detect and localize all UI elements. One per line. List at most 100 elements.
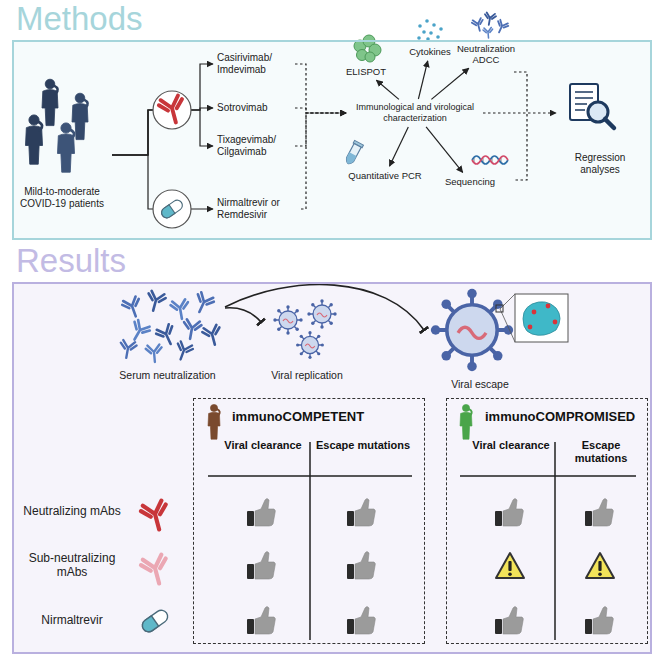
antibody-swarm bbox=[202, 324, 224, 347]
result-icon bbox=[347, 552, 375, 580]
virus-group bbox=[273, 305, 302, 334]
result-icon bbox=[585, 499, 613, 527]
table-person bbox=[460, 404, 472, 439]
table-person bbox=[208, 404, 220, 439]
mab-circle bbox=[158, 95, 188, 126]
antibody-swarm bbox=[118, 340, 137, 360]
cytokine-icon bbox=[417, 19, 443, 41]
node-label: Mild-to-moderate COVID-19 patients bbox=[15, 186, 109, 210]
outcome-table: immunoCOMPETENT Viral clearanceEscape mut… bbox=[193, 398, 425, 644]
treatment-label: Casirivimab/ Imdevimab bbox=[214, 50, 294, 78]
cytokine-icon bbox=[436, 35, 440, 39]
node-label: Viral escape bbox=[428, 378, 532, 391]
node-label: Cytokines bbox=[405, 46, 455, 57]
node-label: Quantitative PCR bbox=[346, 170, 424, 181]
column-header: Viral clearance bbox=[213, 439, 313, 452]
dna-icon bbox=[472, 156, 508, 164]
column-header: Viral clearance bbox=[466, 439, 556, 465]
inhibition-arrow bbox=[225, 308, 261, 322]
virus-group bbox=[307, 299, 336, 328]
antibody-swarm bbox=[145, 290, 167, 313]
result-icon bbox=[585, 607, 613, 635]
connector-arrow bbox=[295, 108, 346, 113]
cytokine-icon bbox=[429, 31, 433, 35]
drug-circle bbox=[153, 190, 191, 228]
connector-arrow bbox=[483, 112, 556, 113]
node-label: Nirmaltrevir or Remdesivir bbox=[217, 197, 297, 221]
connector-arrow bbox=[390, 127, 409, 166]
table-person bbox=[208, 404, 472, 439]
result-icon bbox=[347, 499, 375, 527]
panel-title: Methods bbox=[16, 0, 652, 38]
node-label: Regression analyses bbox=[561, 152, 639, 176]
result-icon bbox=[586, 553, 614, 578]
panel-ground bbox=[13, 283, 651, 653]
neutralization-icon bbox=[483, 12, 496, 26]
result-icon bbox=[496, 553, 524, 578]
header-row: Viral clearanceEscape mutations bbox=[213, 439, 424, 452]
antibody-swarm bbox=[145, 344, 162, 362]
assay-label: Cytokines bbox=[402, 44, 458, 59]
row-icons bbox=[140, 500, 172, 533]
assay-label: ELISPOT bbox=[340, 64, 392, 79]
header-row: Viral clearanceEscape mutations bbox=[466, 439, 647, 465]
drug-circle bbox=[160, 198, 185, 220]
node-label: Sotrovimab bbox=[217, 102, 291, 114]
antibody-swarm bbox=[191, 291, 215, 315]
antibody-swarm bbox=[118, 290, 223, 362]
node-label: ELISPOT bbox=[343, 66, 389, 77]
dna-icon bbox=[472, 156, 508, 164]
escape-virus bbox=[496, 305, 503, 312]
mab-circle bbox=[153, 91, 191, 129]
bracket bbox=[514, 72, 527, 180]
result-icon bbox=[247, 552, 275, 580]
result-icon bbox=[247, 499, 614, 635]
treatment-label: Sotrovimab bbox=[214, 100, 294, 116]
result-icon bbox=[247, 499, 275, 527]
cytokine-icon bbox=[422, 30, 426, 34]
escape-virus bbox=[500, 294, 515, 342]
antibody-swarm bbox=[127, 319, 152, 344]
table-heading: immunoCOMPROMISED bbox=[485, 409, 647, 425]
dna-icon bbox=[474, 158, 501, 162]
panel-title: Results bbox=[16, 242, 652, 280]
table-rule bbox=[460, 442, 636, 640]
patients-group: Mild-to-moderate COVID-19 patients bbox=[12, 72, 112, 212]
escape-virus bbox=[546, 304, 551, 309]
connector-arrow bbox=[418, 61, 427, 99]
patients-figure bbox=[42, 79, 58, 125]
table-heading: immunoCOMPETENT bbox=[232, 409, 424, 425]
characterization-node: Immunological and virological characteri… bbox=[348, 100, 482, 126]
node-label: Immunological and virological characteri… bbox=[351, 102, 479, 124]
cytokine-icon bbox=[432, 23, 436, 27]
mab-circle bbox=[153, 91, 191, 129]
neutralization-icon bbox=[471, 12, 509, 38]
cytokine-icon bbox=[418, 24, 422, 28]
regression-icon bbox=[570, 84, 614, 128]
node-label: Casirivimab/ Imdevimab bbox=[217, 52, 291, 76]
pcr-tube-icon bbox=[344, 140, 364, 165]
result-icon bbox=[495, 607, 523, 635]
regression-icon bbox=[605, 119, 614, 128]
elispot-icon bbox=[365, 52, 375, 62]
escape-virus bbox=[523, 302, 560, 336]
patients-figure bbox=[26, 115, 43, 164]
cytokine-icon bbox=[425, 19, 429, 23]
node-label: Neutralization ADCC bbox=[454, 43, 518, 65]
neutralization-icon bbox=[483, 27, 493, 38]
antibody-swarm bbox=[121, 296, 144, 320]
escape-virus bbox=[532, 310, 537, 315]
pcr-tube-icon bbox=[344, 144, 361, 166]
result-illustration: Serum neutralization bbox=[110, 292, 225, 384]
cytokine-icon bbox=[439, 27, 443, 31]
neutralization-icon bbox=[494, 19, 509, 35]
connector-arrow bbox=[376, 80, 399, 99]
treatment-label: Tixagevimab/ Cilgavimab bbox=[214, 132, 294, 160]
connector-arrow bbox=[301, 113, 346, 209]
result-icon bbox=[495, 499, 523, 527]
escape-virus bbox=[431, 289, 513, 371]
table-rule bbox=[208, 442, 412, 640]
row-icons bbox=[140, 554, 172, 587]
row-label: Sub-neutralizing mAbs bbox=[16, 551, 128, 579]
